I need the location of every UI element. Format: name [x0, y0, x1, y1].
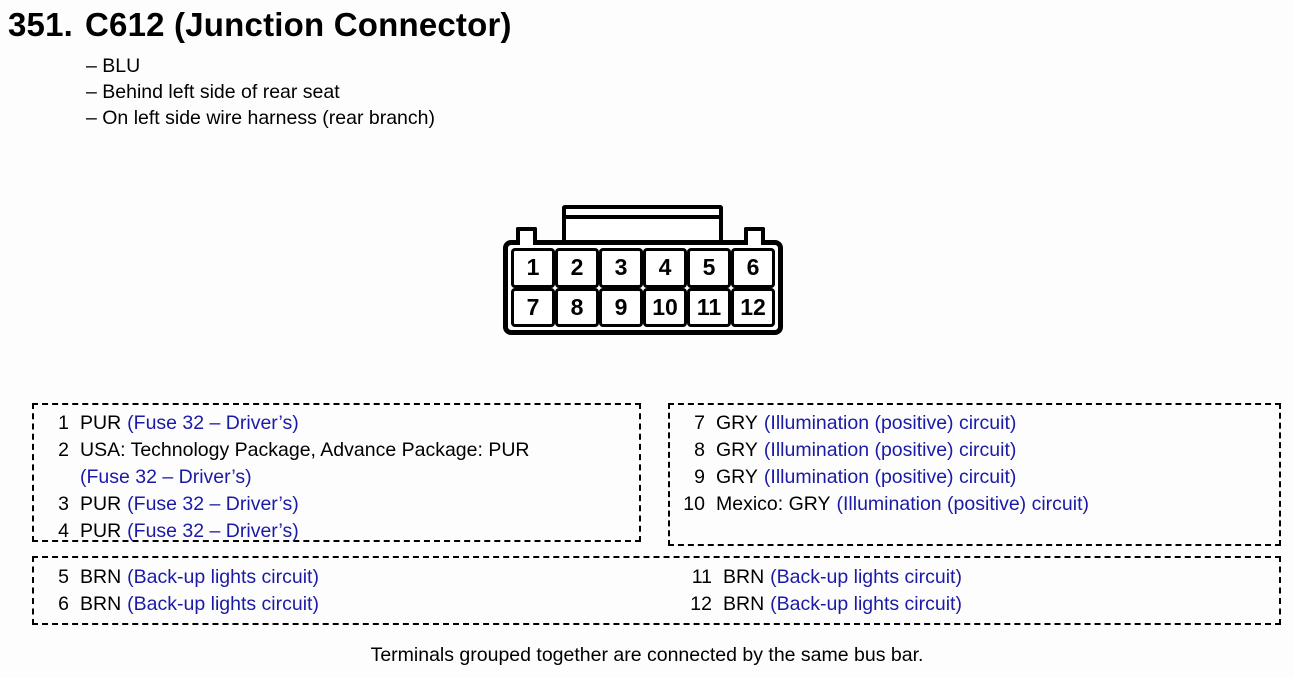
terminal-group-illumination: 7 GRY (Illumination (positive) circuit) … — [668, 403, 1281, 546]
terminal-entry-7: 7 GRY (Illumination (positive) circuit) — [672, 410, 1273, 437]
terminal-number: 6 — [58, 593, 69, 615]
pin-cell-4: 4 — [643, 248, 687, 288]
terminal-entry-2: 2 USA: Technology Package, Advance Packa… — [36, 437, 633, 464]
pin-cell-3: 3 — [599, 248, 643, 288]
pin-cell-1: 1 — [511, 248, 555, 288]
terminal-number: 10 — [683, 493, 705, 515]
circuit-label: (Fuse 32 – Driver’s) — [127, 493, 299, 515]
note-harness: – On left side wire harness (rear branch… — [86, 107, 435, 129]
wire-label: GRY — [716, 466, 758, 488]
connector-key-left — [516, 227, 537, 245]
connector-latch-ridge — [566, 215, 719, 219]
wire-label: BRN — [723, 593, 765, 615]
terminal-number: 2 — [58, 439, 69, 461]
terminal-number: 1 — [58, 412, 69, 434]
terminal-entry-5: 5 BRN (Back-up lights circuit) — [36, 564, 319, 591]
terminal-entry-6: 6 BRN (Back-up lights circuit) — [36, 591, 319, 618]
circuit-label: (Fuse 32 – Driver’s) — [80, 466, 252, 488]
terminal-entry-10: 10 Mexico: GRY (Illumination (positive) … — [672, 491, 1273, 518]
terminal-number: 7 — [694, 412, 705, 434]
terminal-entry-12: 12 BRN (Back-up lights circuit) — [679, 591, 962, 618]
pin-number-spacer — [36, 464, 69, 491]
wire-label: GRY — [716, 439, 758, 461]
terminal-group-fuse: 1 PUR (Fuse 32 – Driver’s) 2 USA: Techno… — [32, 403, 641, 542]
section-number: 351. — [8, 6, 74, 43]
terminal-number: 11 — [691, 566, 712, 588]
circuit-label: (Illumination (positive) circuit) — [836, 493, 1089, 515]
circuit-label: (Illumination (positive) circuit) — [763, 412, 1017, 434]
terminal-entry-3: 3 PUR (Fuse 32 – Driver’s) — [36, 491, 633, 518]
circuit-label: (Illumination (positive) circuit) — [763, 466, 1017, 488]
connector-title: C612 (Junction Connector) — [85, 6, 512, 43]
circuit-label: (Back-up lights circuit) — [127, 566, 319, 588]
wire-label: Mexico: GRY — [716, 493, 831, 515]
circuit-label: (Fuse 32 – Driver’s) — [127, 520, 299, 542]
bus-bar-note: Terminals grouped together are connected… — [370, 644, 924, 666]
terminal-entry-2-continuation: (Fuse 32 – Driver’s) — [36, 464, 633, 491]
terminal-number: 9 — [694, 466, 705, 488]
wire-label: PUR — [80, 412, 122, 434]
wire-label: BRN — [80, 566, 122, 588]
terminal-entry-9: 9 GRY (Illumination (positive) circuit) — [672, 464, 1273, 491]
connector-notes: – BLU – Behind left side of rear seat – … — [86, 53, 435, 131]
terminal-entry-8: 8 GRY (Illumination (positive) circuit) — [672, 437, 1273, 464]
connector-key-right — [744, 227, 765, 245]
terminal-number: 5 — [58, 566, 69, 588]
pin-cell-11: 11 — [687, 287, 731, 327]
backup-right-column: 11 BRN (Back-up lights circuit) 12 BRN (… — [679, 564, 962, 618]
wire-label: BRN — [723, 566, 765, 588]
terminal-number: 4 — [58, 520, 69, 542]
terminal-entry-1: 1 PUR (Fuse 32 – Driver’s) — [36, 410, 633, 437]
circuit-label: (Illumination (positive) circuit) — [763, 439, 1017, 461]
pin-cell-8: 8 — [555, 287, 599, 327]
terminal-entry-11: 11 BRN (Back-up lights circuit) — [679, 564, 962, 591]
pin-cell-9: 9 — [599, 287, 643, 327]
circuit-label: (Back-up lights circuit) — [127, 593, 319, 615]
pin-cell-7: 7 — [511, 287, 555, 327]
wire-label: GRY — [716, 412, 758, 434]
wire-label: USA: Technology Package, Advance Package… — [80, 439, 530, 461]
wire-label: BRN — [80, 593, 122, 615]
connector-latch — [562, 205, 723, 240]
terminal-number: 3 — [58, 493, 69, 515]
pin-cell-10: 10 — [643, 287, 687, 327]
terminal-number: 8 — [694, 439, 705, 461]
page-title: 351. C612 (Junction Connector) — [8, 6, 512, 44]
pin-cell-5: 5 — [687, 248, 731, 288]
wire-label: PUR — [80, 520, 122, 542]
pin-cell-6: 6 — [731, 248, 775, 288]
backup-left-column: 5 BRN (Back-up lights circuit) 6 BRN (Ba… — [36, 564, 319, 618]
pin-cell-2: 2 — [555, 248, 599, 288]
terminal-entry-4: 4 PUR (Fuse 32 – Driver’s) — [36, 518, 633, 545]
terminal-number: 12 — [690, 593, 712, 615]
note-location: – Behind left side of rear seat — [86, 81, 340, 103]
pin-cell-12: 12 — [731, 287, 775, 327]
circuit-label: (Back-up lights circuit) — [770, 566, 962, 588]
connector-diagram: 1 2 3 4 5 6 7 8 9 10 11 12 — [503, 240, 783, 335]
circuit-label: (Back-up lights circuit) — [770, 593, 962, 615]
note-color: – BLU — [86, 55, 141, 77]
wire-label: PUR — [80, 493, 122, 515]
circuit-label: (Fuse 32 – Driver’s) — [127, 412, 299, 434]
terminal-group-backup: 5 BRN (Back-up lights circuit) 6 BRN (Ba… — [32, 556, 1281, 625]
